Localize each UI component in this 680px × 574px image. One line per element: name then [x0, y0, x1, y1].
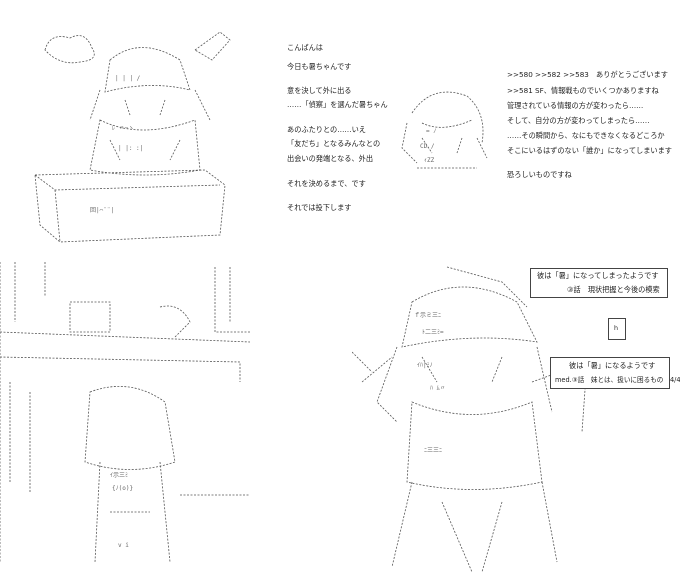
title-panel-line: 彼は「暑」になるようです: [569, 361, 656, 370]
title-panel-line: ③話 現状把握と今後の模索: [567, 285, 660, 294]
svg-text:ｲ示三ﾐ: ｲ示三ﾐ: [110, 472, 128, 479]
narration-line: 恐ろしいものですね: [507, 170, 572, 179]
title-panel-line: med.③話 妹とは、扱いに困るもの 4/4: [555, 376, 680, 384]
narration-line: 「友だち」となるみんなとの: [287, 139, 381, 148]
svg-text:v i: v i: [118, 542, 129, 549]
title-panel-top: 彼は「暑」になってしまったようです ③話 現状把握と今後の模索: [530, 268, 668, 298]
title-panel-small: ｈ: [608, 318, 626, 340]
title-panel-small-label: ｈ: [613, 325, 620, 332]
svg-text:CD /: CD /: [420, 143, 435, 150]
narration-line: ……「偵察」を選んだ暑ちゃん: [287, 100, 388, 109]
narration-line: 出会いの発端となる、外出: [287, 154, 374, 163]
svg-text:| | | /: | | | /: [115, 75, 141, 82]
narration-line: そして、自分の方が変わってしまったら……: [507, 116, 650, 125]
svg-text:ﾆ三三ﾆ: ﾆ三三ﾆ: [424, 447, 442, 454]
svg-text:ｨZZ: ｨZZ: [424, 157, 435, 164]
ascii-art-large-character: ｆ示ミ三ﾆ ﾄ二三ﾐ= ｲﾊ|ﾐﾉ ﾊ ﾑ〃 ﾆ三三ﾆ: [352, 262, 592, 574]
svg-text:ﾊ ﾑ〃: ﾊ ﾑ〃: [430, 385, 446, 392]
narration-line: >>581 SF、情報戦ものでいくつかありますね: [507, 86, 659, 95]
narration-line: ……その瞬間から、なにもできなくなるどころか: [507, 131, 665, 140]
narration-line: 今日も暑ちゃんです: [287, 62, 352, 71]
narration-line: 管理されている情報の方が変わったら……: [507, 101, 644, 110]
svg-text:回|⌒¨¨|: 回|⌒¨¨|: [90, 207, 114, 214]
ascii-art-character-center: = ﾉ CD / ｨZZ: [392, 78, 492, 178]
svg-text:| |: :|: | |: :|: [118, 145, 143, 152]
narration-line: こんばんは: [287, 43, 323, 52]
svg-text:ﾄ二三ﾐ=: ﾄ二三ﾐ=: [422, 329, 444, 336]
narration-line: 意を決して外に出る: [287, 86, 352, 95]
ascii-art-character-in-box: | | | / ﾚ 〃⌒ヽ | |: :| 回|⌒¨¨|: [30, 20, 240, 245]
ascii-art-room-scene: ｲ示三ﾐ {ﾉ(o)} v i: [0, 262, 250, 574]
svg-text:ﾚ 〃⌒ヽ: ﾚ 〃⌒ヽ: [112, 125, 134, 132]
svg-text:ｆ示ミ三ﾆ: ｆ示ミ三ﾆ: [414, 311, 441, 319]
svg-text:ｲﾊ|ﾐﾉ: ｲﾊ|ﾐﾉ: [417, 362, 433, 369]
narration-line: >>580 >>582 >>583 ありがとうございます: [507, 70, 668, 79]
title-panel-bottom: 彼は「暑」になるようです med.③話 妹とは、扱いに困るもの 4/4: [550, 357, 680, 389]
svg-text:= ﾉ: = ﾉ: [426, 128, 436, 135]
narration-line: あのふたりとの……いえ: [287, 125, 366, 134]
title-panel-line: 彼は「暑」になってしまったようです: [537, 271, 659, 280]
svg-text:{ﾉ(o)}: {ﾉ(o)}: [112, 485, 133, 492]
narration-line: それでは投下します: [287, 203, 352, 212]
narration-line: そこにいるはずのない「誰か」になってしまいます: [507, 146, 672, 155]
narration-line: それを決めるまで、です: [287, 179, 366, 188]
